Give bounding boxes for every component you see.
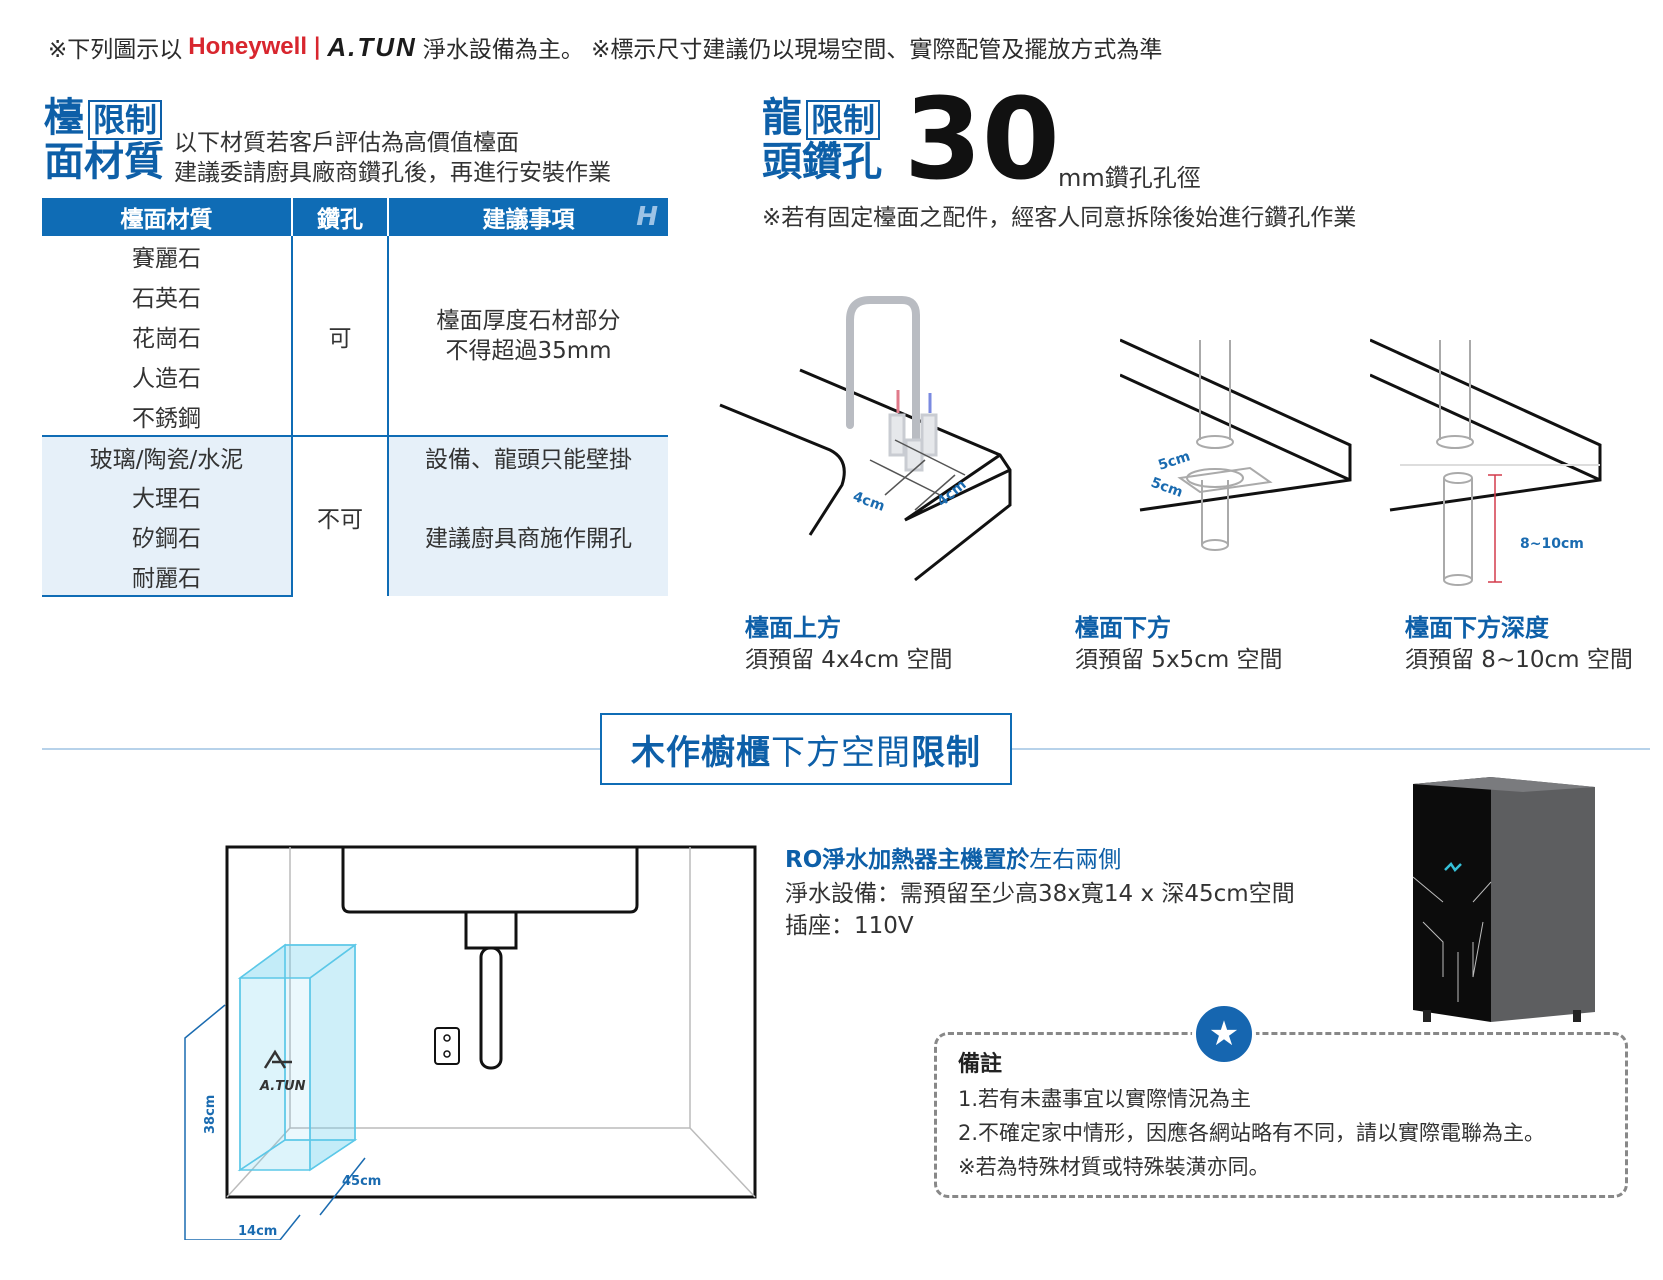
cabinet-section-header: 木作櫥櫃下方空間限制 xyxy=(600,713,1012,785)
honeywell-h-icon: H xyxy=(636,202,658,232)
section-bold2: 限制 xyxy=(911,732,981,773)
advice-line1: 檯面厚度石材部分 xyxy=(436,307,621,334)
under-counter-diagram: 5cm 5cm xyxy=(1120,338,1352,551)
material-cell: 人造石 xyxy=(132,366,201,392)
table-header-row: 檯面材質 鑽孔 建議事項 H xyxy=(42,198,668,236)
table-row: 耐麗石 xyxy=(42,556,668,597)
caption-depth: 檯面下方深度 須預留 8~10cm 空間 xyxy=(1405,612,1633,676)
caption-depth-sub: 須預留 8~10cm 空間 xyxy=(1405,647,1633,673)
advice-cell-3: 建議廚具商施作開孔 xyxy=(387,476,668,596)
ro-spec: 淨水設備：需預留至少高38x寬14 x 深45cm空間 插座：110V xyxy=(785,878,1295,942)
material-cell: 賽麗石 xyxy=(132,246,201,272)
advice-cell-1: 檯面厚度石材部分 不得超過35mm xyxy=(387,236,668,436)
title-char: 檯 xyxy=(44,95,84,141)
honeywell-logo: Honeywell xyxy=(188,33,307,60)
hole-unit: mm鑽孔孔徑 xyxy=(1058,164,1201,192)
caption-top: 檯面上方 須預留 4x4cm 空間 xyxy=(745,612,953,676)
notes-box xyxy=(934,1032,1628,1198)
table-row: 賽麗石 可 檯面厚度石材部分 不得超過35mm xyxy=(42,236,668,436)
notes-content: 備註 1.若有未盡事宜以實際情況為主 2.不確定家中情形，因應各網站略有不同，請… xyxy=(958,1048,1545,1184)
header-drill: 鑽孔 xyxy=(291,198,389,236)
note-line-1: 1.若有未盡事宜以實際情況為主 xyxy=(958,1087,1252,1111)
limit-badge: 限制 xyxy=(88,100,163,140)
advice-cell-2: 設備、龍頭只能壁掛 xyxy=(387,435,668,476)
ro-title-light: 左右兩側 xyxy=(1029,847,1122,873)
table-row: 花崗石 xyxy=(42,316,668,356)
caption-under-sub: 須預留 5x5cm 空間 xyxy=(1075,647,1283,673)
ro-logo-icon xyxy=(1444,862,1462,872)
faucet-limit-badge: 限制 xyxy=(806,100,881,140)
material-table: 檯面材質 鑽孔 建議事項 H 賽麗石 可 檯面厚度石材部分 不得超過35mm 石英… xyxy=(42,198,668,597)
notice-prefix: ※下列圖示以 xyxy=(48,37,183,63)
table-row: 不銹鋼 xyxy=(42,396,668,436)
material-cell: 玻璃/陶瓷/水泥 xyxy=(42,435,292,476)
table-row: 矽鋼石 xyxy=(42,516,668,556)
countertop-desc: 以下材質若客戶評估為高價值檯面 建議委請廚具廠商鑽孔後，再進行安裝作業 xyxy=(174,128,611,188)
outlet-icon xyxy=(434,1027,460,1065)
ro-box-logo: A.TUN xyxy=(259,1079,306,1094)
ro-unit-image xyxy=(1412,777,1595,1022)
ro-title-bold: RO淨水加熱器主機置於 xyxy=(785,847,1030,873)
star-icon: ★ xyxy=(1192,1002,1256,1066)
dim-width: 14cm xyxy=(238,1224,277,1239)
dim-depth-cab: 45cm xyxy=(342,1174,381,1189)
caption-under-title: 檯面下方 xyxy=(1075,614,1171,642)
faucet-title: 龍限制 頭鑽孔 xyxy=(762,96,882,184)
top-notice: ※下列圖示以 Honeywell | A.TUN 淨水設備為主。 ※標示尺寸建議… xyxy=(48,30,1162,64)
note-line-3: ※若為特殊材質或特殊裝潢亦同。 xyxy=(958,1155,1270,1179)
note-line-2: 2.不確定家中情形，因應各網站略有不同，請以實際電聯為主。 xyxy=(958,1121,1546,1145)
header-advice-label: 建議事項 xyxy=(482,207,575,233)
dim-depth: 8~10cm xyxy=(1520,536,1584,552)
section-light: 下方空間 xyxy=(771,732,911,773)
faucet-title-char: 龍 xyxy=(762,95,802,141)
material-cell: 耐麗石 xyxy=(42,556,292,597)
notice-suffix: 淨水設備為主。 ※標示尺寸建議仍以現場空間、實際配管及擺放方式為準 xyxy=(422,37,1163,63)
ro-line1: 淨水設備：需預留至少高38x寬14 x 深45cm空間 xyxy=(785,881,1295,907)
header-material: 檯面材質 xyxy=(42,198,292,236)
section-bold1: 木作櫥櫃 xyxy=(631,732,771,773)
brand-separator: | xyxy=(312,34,322,60)
hole-size: 30 xyxy=(904,75,1060,205)
faucet-title-line2: 頭鑽孔 xyxy=(762,139,882,185)
material-cell: 不銹鋼 xyxy=(132,405,201,432)
caption-depth-title: 檯面下方深度 xyxy=(1405,614,1549,642)
table-row: 人造石 xyxy=(42,356,668,396)
drill-cell-no: 不可 xyxy=(291,435,388,596)
depth-diagram: 8~10cm xyxy=(1370,338,1602,586)
dim-top-a: 4cm xyxy=(851,489,887,515)
drill-cell-ok: 可 xyxy=(291,236,388,436)
material-cell: 矽鋼石 xyxy=(42,516,292,556)
dim-top-b: 4cm xyxy=(934,477,969,510)
caption-under: 檯面下方 須預留 5x5cm 空間 xyxy=(1075,612,1283,676)
countertop-title: 檯限制 面材質 xyxy=(44,96,164,184)
desc-line1: 以下材質若客戶評估為高價值檯面 xyxy=(174,130,519,156)
dim-height: 38cm xyxy=(203,1095,218,1134)
material-cell: 石英石 xyxy=(132,286,201,312)
header-advice: 建議事項 H xyxy=(388,198,668,236)
desc-line2: 建議委請廚具廠商鑽孔後，再進行安裝作業 xyxy=(174,160,611,186)
title-line2: 面材質 xyxy=(44,139,164,185)
table-row: 玻璃/陶瓷/水泥 不可 設備、龍頭只能壁掛 xyxy=(42,435,668,596)
notes-title: 備註 xyxy=(958,1052,1003,1077)
atun-logo: A.TUN xyxy=(327,31,417,62)
caption-top-title: 檯面上方 xyxy=(745,614,841,642)
faucet-top-diagram: 4cm 4cm xyxy=(719,296,1012,582)
advice-line2: 不得超過35mm xyxy=(445,337,612,364)
table-row: 大理石 建議廚具商施作開孔 xyxy=(42,476,668,596)
caption-top-sub: 須預留 4x4cm 空間 xyxy=(745,647,953,673)
table-row: 石英石 xyxy=(42,276,668,316)
dim-under-a: 5cm xyxy=(1156,449,1192,474)
atun-mark-icon xyxy=(263,1049,292,1069)
material-cell: 大理石 xyxy=(42,476,292,516)
ro-title: RO淨水加熱器主機置於左右兩側 xyxy=(785,840,1121,874)
faucet-note: ※若有固定檯面之配件，經客人同意拆除後始進行鑽孔作業 xyxy=(762,205,1357,231)
cabinet-diagram: A.TUN 38cm 14cm 45cm xyxy=(184,845,757,1240)
material-cell: 花崗石 xyxy=(132,326,201,352)
ro-line2: 插座：110V xyxy=(785,913,914,939)
